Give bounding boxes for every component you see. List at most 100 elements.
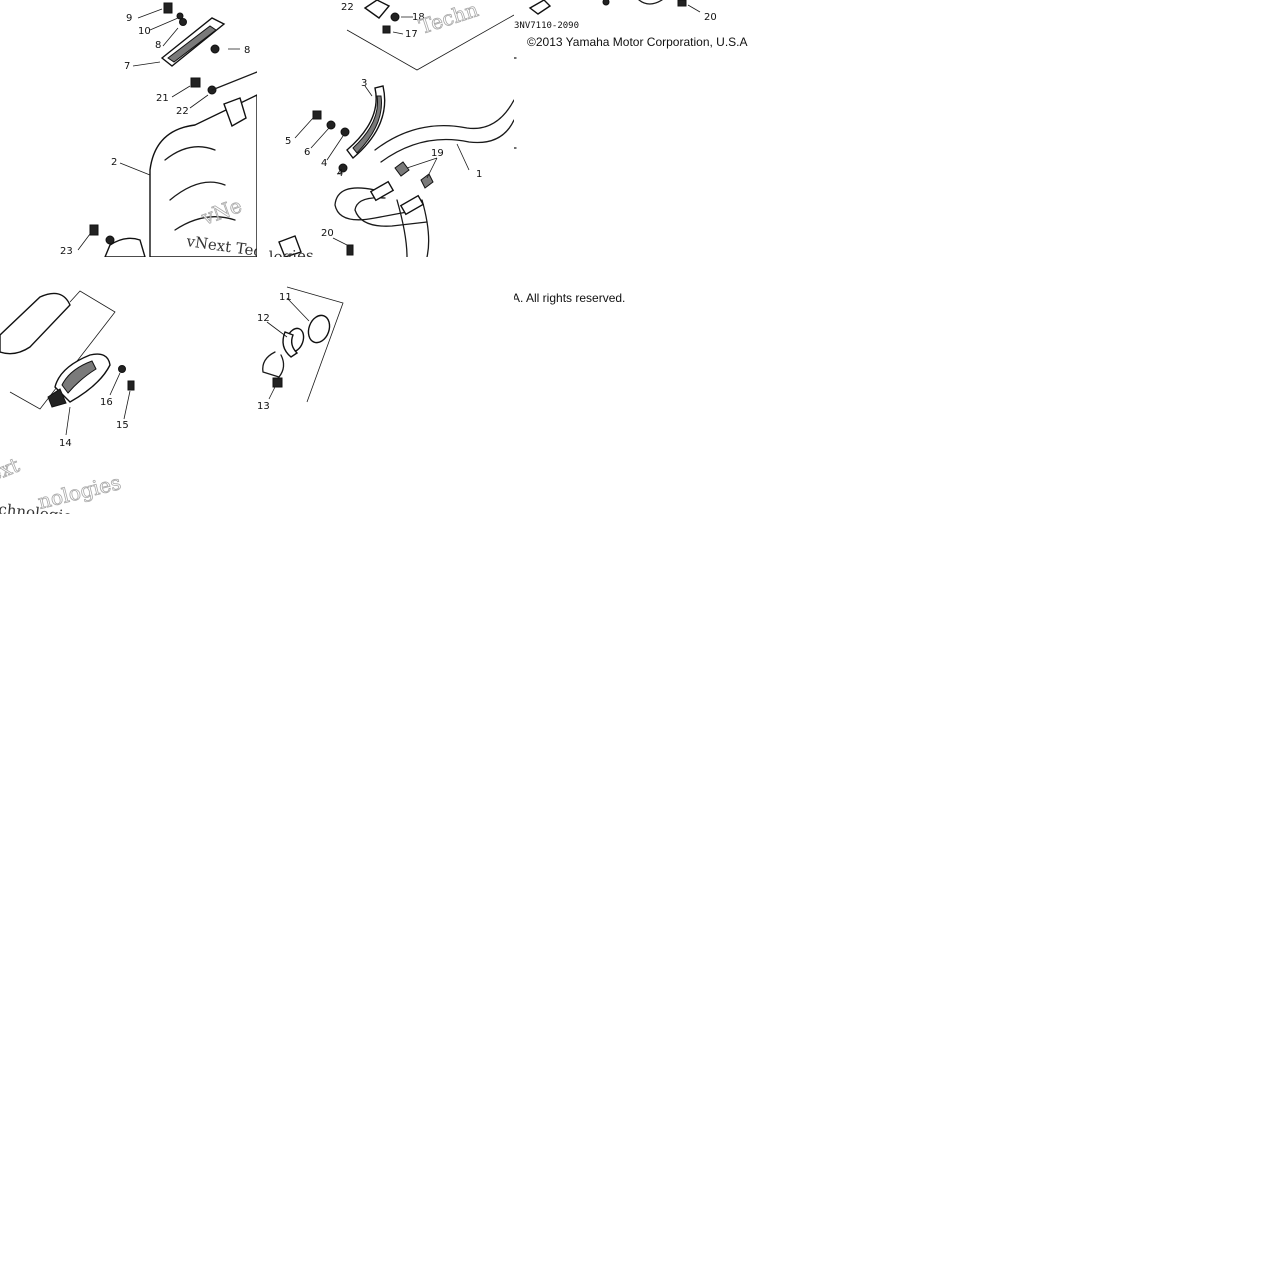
clamp-upper bbox=[363, 0, 391, 19]
callout-2: 2 bbox=[111, 157, 117, 168]
diagram-tile-spark-arrester: 16 15 14 ext nologies chnologies bbox=[0, 257, 257, 514]
leaders-1-19 bbox=[406, 143, 470, 179]
callout-21: 21 bbox=[156, 93, 169, 104]
header-info-drawing: 20 3NV7110-2090 ©2013 Yamaha Motor Corpo… bbox=[514, 0, 748, 149]
bolt-23 bbox=[89, 224, 99, 236]
pipe-stub bbox=[262, 351, 285, 378]
diagram-tile-header-info: 20 3NV7110-2090 ©2013 Yamaha Motor Corpo… bbox=[514, 0, 771, 257]
edge-ticks bbox=[514, 57, 517, 149]
bolt-9 bbox=[163, 2, 173, 14]
mounting-bracket bbox=[223, 97, 247, 128]
nut-8-top bbox=[179, 18, 187, 26]
washer-16 bbox=[118, 365, 126, 373]
bolt-15 bbox=[127, 380, 135, 391]
heat-guard-grille bbox=[167, 25, 217, 63]
callout-6: 6 bbox=[304, 147, 310, 158]
muffler-end-can bbox=[0, 292, 71, 355]
flange-right bbox=[399, 194, 425, 216]
spark-arrester-drawing: 16 15 14 ext nologies chnologies bbox=[0, 290, 135, 514]
bolt-17 bbox=[382, 25, 391, 34]
leader-20 bbox=[332, 237, 350, 247]
callout-8-right: 8 bbox=[244, 45, 250, 56]
callout-18: 18 bbox=[412, 12, 425, 23]
washer-6 bbox=[326, 120, 336, 130]
callout-8-top: 8 bbox=[155, 40, 161, 51]
diagram-tile-muffler-guard: 9 10 8 7 8 21 22 2 23 vNe vNext Technolo… bbox=[0, 0, 257, 257]
diagram-tile-exhaust-pipe: 22 18 17 Techn 3 5 6 4 4 bbox=[257, 0, 514, 257]
watermark-logies: logies bbox=[269, 246, 314, 257]
leaders-11-12-13 bbox=[266, 297, 310, 400]
flange-left bbox=[369, 180, 395, 202]
heat-shield-grille bbox=[352, 95, 382, 154]
document-code: 3NV7110-2090 bbox=[514, 21, 579, 31]
callout-9: 9 bbox=[126, 13, 132, 24]
callout-17: 17 bbox=[405, 29, 418, 40]
callout-22-top: 22 bbox=[341, 2, 354, 13]
watermark-tech: Techn bbox=[416, 0, 481, 39]
callout-4-upper: 4 bbox=[321, 158, 327, 169]
callout-7: 7 bbox=[124, 61, 130, 72]
arrester-end-cap bbox=[47, 388, 67, 408]
bolt-5 bbox=[312, 110, 322, 120]
copyright-line-1: ©2013 Yamaha Motor Corporation, U.S.A bbox=[527, 35, 748, 49]
group-frame-lines bbox=[346, 14, 514, 71]
header-pipe-left bbox=[334, 187, 408, 221]
callout-14: 14 bbox=[59, 438, 72, 449]
clamp-band-12 bbox=[282, 331, 299, 358]
washer-23 bbox=[105, 235, 115, 245]
callout-1: 1 bbox=[476, 169, 482, 180]
bolt-13 bbox=[272, 377, 283, 388]
watermark-ext: ext bbox=[0, 453, 23, 487]
joint-gasket-drawing: 11 12 13 bbox=[257, 286, 344, 412]
muffler-bracket-plate bbox=[278, 235, 302, 257]
diagram-tile-joint-gasket: 11 12 13 bbox=[257, 257, 514, 514]
leaders-17-18 bbox=[392, 16, 413, 35]
washer-4-upper bbox=[340, 127, 350, 137]
rights-notice-drawing: A. All rights reserved. bbox=[514, 291, 625, 305]
leader-3 bbox=[364, 85, 373, 97]
callout-3: 3 bbox=[361, 78, 367, 89]
pipe-fragment bbox=[638, 0, 663, 5]
spark-arrester-screen bbox=[61, 360, 97, 394]
header-pipe-right bbox=[354, 197, 428, 227]
callout-5: 5 bbox=[285, 136, 291, 147]
stud-20-top bbox=[677, 0, 687, 7]
exhaust-pipe-drawing: 22 18 17 Techn 3 5 6 4 4 bbox=[269, 0, 514, 257]
callout-23: 23 bbox=[60, 246, 73, 257]
leaders-14-15-16 bbox=[65, 372, 131, 436]
leader-arrow bbox=[211, 71, 257, 91]
gaskets-19 bbox=[394, 161, 434, 189]
washer-fragment bbox=[602, 0, 610, 6]
callout-11: 11 bbox=[279, 292, 292, 303]
nut-8-right bbox=[210, 44, 220, 54]
washer-18 bbox=[390, 12, 400, 22]
bracket-fragment bbox=[528, 0, 552, 15]
stud-20 bbox=[346, 244, 354, 256]
callout-10: 10 bbox=[138, 26, 151, 37]
header-pipe-downtubes bbox=[396, 199, 430, 257]
exhaust-pipe-lower-outline bbox=[380, 119, 514, 163]
washer-10 bbox=[176, 12, 184, 20]
muffler-guard-drawing: 9 10 8 7 8 21 22 2 23 vNe vNext Technolo… bbox=[60, 2, 257, 257]
callout-13: 13 bbox=[257, 401, 270, 412]
callout-16: 16 bbox=[100, 397, 113, 408]
callout-19: 19 bbox=[431, 148, 444, 159]
callout-20-lower: 20 bbox=[321, 228, 334, 239]
callout-22-left: 22 bbox=[176, 106, 189, 117]
copyright-line-2: A. All rights reserved. bbox=[514, 291, 625, 305]
callout-12: 12 bbox=[257, 313, 270, 324]
callout-15: 15 bbox=[116, 420, 129, 431]
leader-20-top bbox=[687, 4, 701, 13]
diagram-tile-rights: A. All rights reserved. bbox=[514, 257, 771, 514]
gasket-11 bbox=[307, 314, 331, 344]
exhaust-pipe-upper-outline bbox=[374, 99, 514, 151]
callout-20-top: 20 bbox=[704, 12, 717, 23]
muffler-contour-lines bbox=[164, 146, 236, 231]
callout-4-lower: 4 bbox=[337, 168, 343, 179]
muffler-lower-shell bbox=[104, 237, 146, 257]
bolt-21 bbox=[190, 77, 201, 88]
leaders-4-5-6 bbox=[294, 117, 344, 175]
group-frame-lines bbox=[9, 290, 116, 410]
callout-leaders bbox=[77, 8, 240, 251]
